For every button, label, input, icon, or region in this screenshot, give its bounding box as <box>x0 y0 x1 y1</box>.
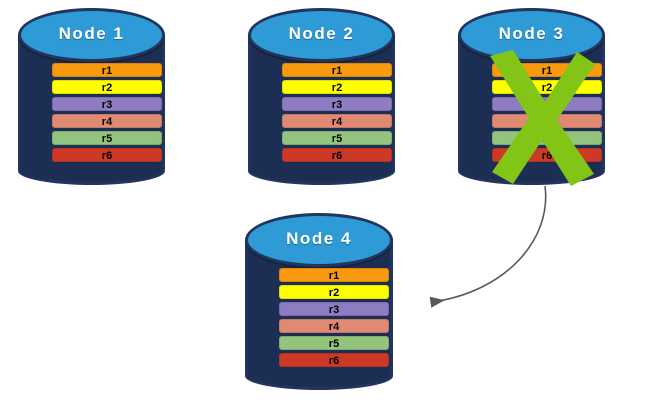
node-3-row-r1[interactable]: r1 <box>492 63 602 77</box>
node-3-rows: r1 r2 r3 r4 r5 r6 <box>492 63 602 167</box>
node-2-row-r4[interactable]: r4 <box>282 114 392 128</box>
node-1-row-r6[interactable]: r6 <box>52 148 162 162</box>
node-4-row-r1[interactable]: r1 <box>279 268 389 282</box>
node-1-row-r4[interactable]: r4 <box>52 114 162 128</box>
node-3-row-r5[interactable]: r5 <box>492 131 602 145</box>
node-2-rows: r1 r2 r3 r4 r5 r6 <box>282 63 392 167</box>
node-1-rows: r1 r2 r3 r4 r5 r6 <box>52 63 162 167</box>
node-2-cylinder-top <box>248 8 395 62</box>
node-4-row-r3[interactable]: r3 <box>279 302 389 316</box>
node-2-row-r2[interactable]: r2 <box>282 80 392 94</box>
node-3-row-r2[interactable]: r2 <box>492 80 602 94</box>
node-1-row-r1[interactable]: r1 <box>52 63 162 77</box>
node-1-row-r2[interactable]: r2 <box>52 80 162 94</box>
node-2-row-r5[interactable]: r5 <box>282 131 392 145</box>
node-4[interactable]: Node 4 r1 r2 r3 r4 r5 r6 <box>245 213 393 390</box>
node-4-row-r4[interactable]: r4 <box>279 319 389 333</box>
node-4-row-r6[interactable]: r6 <box>279 353 389 367</box>
node-3-row-r3[interactable]: r3 <box>492 97 602 111</box>
node-3-row-r6[interactable]: r6 <box>492 148 602 162</box>
node-4-rows: r1 r2 r3 r4 r5 r6 <box>279 268 389 372</box>
node-1-cylinder-top <box>18 8 165 62</box>
node-4-cylinder-top <box>245 213 393 267</box>
node-4-row-r2[interactable]: r2 <box>279 285 389 299</box>
node-1-row-r5[interactable]: r5 <box>52 131 162 145</box>
node-3[interactable]: Node 3 r1 r2 r3 r4 r5 r6 <box>458 8 605 185</box>
node-2-row-r6[interactable]: r6 <box>282 148 392 162</box>
node-2-row-r1[interactable]: r1 <box>282 63 392 77</box>
node-3-cylinder-top <box>458 8 605 62</box>
node-4-row-r5[interactable]: r5 <box>279 336 389 350</box>
node-2[interactable]: Node 2 r1 r2 r3 r4 r5 r6 <box>248 8 395 185</box>
node-2-row-r3[interactable]: r3 <box>282 97 392 111</box>
node-1-row-r3[interactable]: r3 <box>52 97 162 111</box>
node-3-row-r4[interactable]: r4 <box>492 114 602 128</box>
node-1[interactable]: Node 1 r1 r2 r3 r4 r5 r6 <box>18 8 165 185</box>
